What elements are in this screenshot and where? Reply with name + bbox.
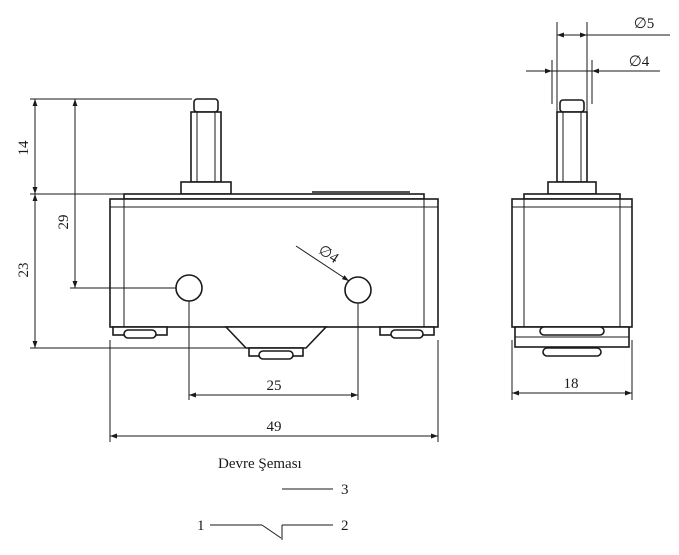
dim-label-d5: ∅5	[634, 16, 655, 32]
contact-lever	[261, 524, 282, 539]
terminal-center	[248, 347, 304, 360]
dim-label-18: 18	[564, 376, 579, 392]
terminal-right	[379, 326, 435, 339]
switch-body	[109, 198, 439, 328]
dim-label-49: 49	[267, 419, 282, 435]
circuit-title: Devre Şeması	[218, 456, 302, 472]
dim-label-29: 29	[56, 215, 72, 230]
dim-label-23: 23	[16, 263, 32, 278]
dim-leader-hole	[295, 245, 350, 282]
side-body	[511, 198, 633, 328]
dim-label-25: 25	[267, 378, 282, 394]
terminal-left	[112, 326, 168, 339]
terminal-label-1: 1	[197, 518, 205, 534]
plunger-collar	[180, 181, 232, 195]
dim-label-14: 14	[16, 140, 32, 156]
plunger-tip	[193, 98, 219, 113]
plunger-shaft	[190, 111, 222, 183]
side-view: ∅5 ∅4 18	[511, 16, 670, 400]
dim-label-d4: ∅4	[629, 54, 650, 70]
circuit-schema: Devre Şeması 3 1 2	[197, 456, 349, 540]
terminal-label-3: 3	[341, 482, 349, 498]
side-plunger-shaft	[556, 111, 588, 183]
front-view: 14 23 29 25 49 ∅4	[16, 98, 439, 442]
terminal-label-2: 2	[341, 518, 349, 534]
